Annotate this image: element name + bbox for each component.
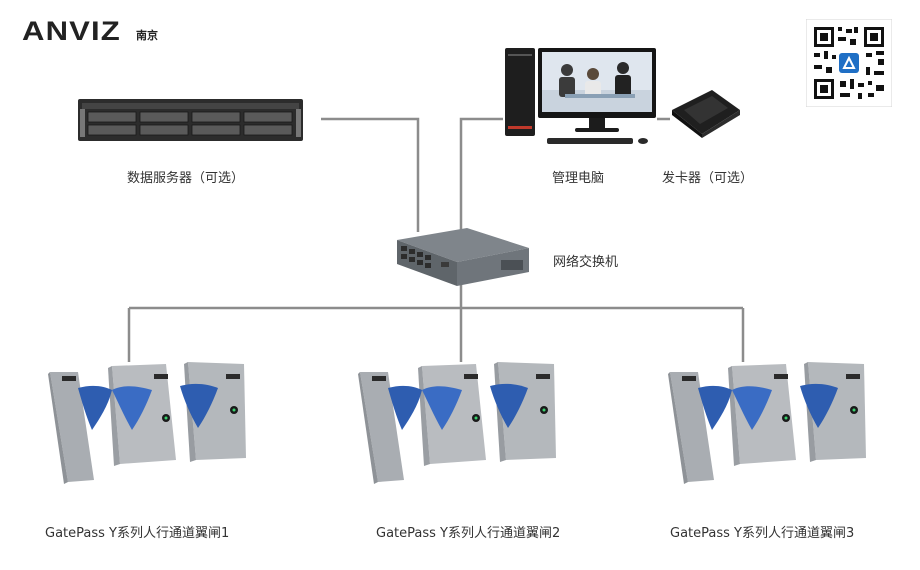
gate-2-label: GatePass Y系列人行通道翼闸2: [376, 526, 561, 541]
gate-1-label: GatePass Y系列人行通道翼闸1: [45, 526, 230, 541]
logo-text: ANVIZ: [22, 16, 121, 46]
brand-logo: ANVIZ 南京: [22, 18, 158, 45]
card-issuer-icon: [672, 90, 740, 138]
qr-code: [806, 19, 892, 107]
turnstile-gate-1-icon: [48, 362, 246, 484]
card-issuer-label: 发卡器（可选）: [662, 171, 754, 186]
switch-icon: [397, 228, 529, 286]
turnstile-gate-3-icon: [668, 362, 866, 484]
server-icon: [78, 99, 303, 141]
switch-label: 网络交换机: [553, 255, 619, 270]
logo-city: 南京: [136, 29, 158, 42]
pc-label: 管理电脑: [552, 171, 605, 186]
line-pc-switch: [459, 117, 503, 232]
turnstile-gate-2-icon: [358, 362, 556, 484]
pc-icon: [505, 48, 656, 144]
line-server-switch: [321, 117, 420, 232]
gate-3-label: GatePass Y系列人行通道翼闸3: [670, 526, 855, 541]
server-label: 数据服务器（可选）: [127, 171, 245, 186]
